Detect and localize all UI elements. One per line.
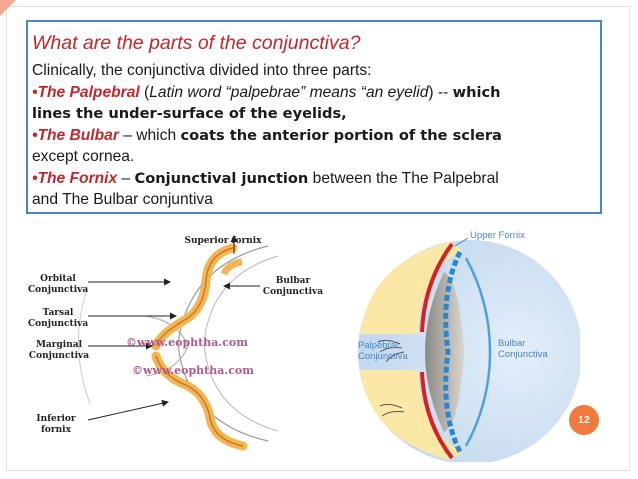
palpebral-desc: lines the under-surface of the eyelids, (32, 105, 347, 122)
item-palpebral-cont: lines the under-surface of the eyelids, (32, 103, 594, 125)
item-fornix-cont: and The Bulbar conjuntiva (32, 191, 213, 208)
bulbar-desc: coats the anterior portion of the sclera (180, 126, 502, 144)
term-bulbar: •The Bulbar (32, 126, 119, 144)
label-superior-fornix: Superior fornix (184, 236, 262, 246)
item-bulbar: •The Bulbar – which coats the anterior p… (32, 126, 502, 144)
eye-cross-section-drawing (358, 237, 582, 464)
item-fornix: •The Fornix – Conjunctival junction betw… (32, 169, 499, 187)
latin-note: Latin word “palpebrae” means “an eyelid (149, 83, 429, 101)
label-upper-fornix: Upper Fornix (470, 230, 525, 241)
slide-title: What are the parts of the conjunctiva? (32, 32, 361, 54)
content-box: What are the parts of the conjunctiva? C… (26, 20, 602, 214)
watermark-1: ©www.eophtha.com (126, 336, 248, 349)
corner-decoration (0, 0, 16, 16)
palpebral-which: which (452, 83, 501, 101)
term-palpebral: •The Palpebral (32, 83, 140, 101)
item-palpebral: •The Palpebral (Latin word “palpebrae” m… (32, 83, 501, 101)
eyelid-section-drawing (78, 235, 279, 451)
watermark-2: ©www.eophtha.com (132, 364, 254, 377)
item-bulbar-cont: except cornea. (32, 148, 135, 165)
term-fornix: •The Fornix (32, 169, 118, 187)
page-number-badge: 12 (569, 405, 599, 435)
slide-frame (6, 6, 630, 471)
fornix-desc: Conjunctival junction (134, 169, 309, 187)
intro-text: Clinically, the conjunctiva divided into… (32, 62, 372, 79)
